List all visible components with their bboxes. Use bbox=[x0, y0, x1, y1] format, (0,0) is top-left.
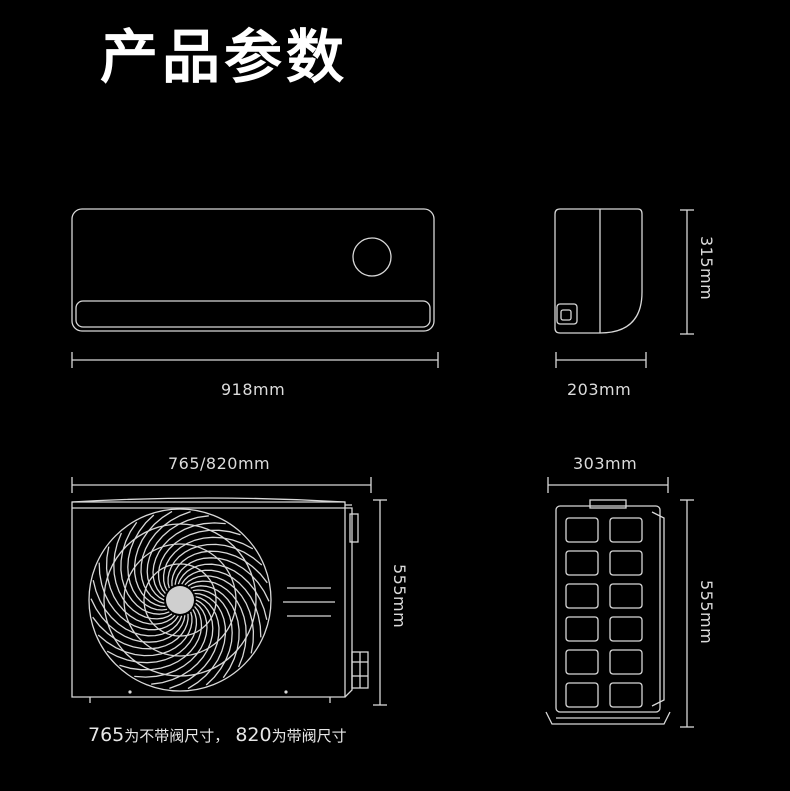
note-num-820: 820 bbox=[235, 724, 272, 746]
fan-spiral-line bbox=[181, 569, 262, 638]
fan-spiral-line bbox=[171, 550, 268, 587]
outdoor-side-grille bbox=[565, 517, 643, 708]
note-text-without-valve: 为不带阀尺寸， bbox=[124, 727, 230, 745]
fan-spiral-line bbox=[119, 606, 203, 671]
fan-ring bbox=[103, 523, 257, 677]
grille-cell bbox=[609, 550, 643, 576]
fan-ring bbox=[143, 563, 217, 637]
fan-spiral-line bbox=[134, 602, 208, 678]
fan-spiral-line bbox=[174, 557, 270, 602]
grille-cell bbox=[565, 583, 599, 609]
page-title: 产品参数 bbox=[100, 23, 349, 91]
outdoor-front-height-label: 555mm bbox=[390, 564, 409, 629]
outdoor-front-height-dimension-line bbox=[373, 499, 387, 706]
fan-spiral-line bbox=[133, 510, 173, 608]
fan-spiral-line bbox=[157, 529, 241, 594]
fan-spiral-line bbox=[90, 598, 186, 643]
grille-cell bbox=[609, 517, 643, 543]
outdoor-fan-grille bbox=[90, 510, 270, 690]
fan-spiral-line bbox=[192, 589, 233, 686]
grille-cell bbox=[609, 649, 643, 675]
outdoor-width-label: 765/820mm bbox=[168, 454, 271, 473]
fan-spiral-line bbox=[152, 522, 226, 598]
outdoor-side-height-label: 555mm bbox=[697, 580, 716, 645]
indoor-width-label: 918mm bbox=[221, 380, 286, 399]
grille-cell bbox=[609, 616, 643, 642]
indoor-width-dimension-line bbox=[71, 352, 439, 368]
fan-spiral-line bbox=[151, 599, 214, 685]
fan-spiral-line bbox=[190, 585, 240, 679]
fan-spiral-line bbox=[105, 546, 176, 625]
dimension-note: 765为不带阀尺寸， 820为带阀尺寸 bbox=[88, 724, 347, 746]
fan-spiral-line bbox=[169, 596, 220, 690]
grille-cell bbox=[609, 583, 643, 609]
note-num-765: 765 bbox=[88, 724, 125, 746]
fan-spiral-line bbox=[140, 510, 191, 604]
grille-cell bbox=[565, 616, 599, 642]
fan-spiral-line bbox=[162, 536, 254, 591]
outdoor-depth-label: 303mm bbox=[573, 454, 638, 473]
fan-spiral-line bbox=[120, 521, 170, 615]
indoor-unit-front-drawing bbox=[71, 208, 435, 332]
fan-ring bbox=[123, 543, 237, 657]
outdoor-width-dimension-line bbox=[71, 477, 372, 493]
grille-cell bbox=[565, 517, 599, 543]
indoor-height-label: 315mm bbox=[697, 236, 716, 301]
outdoor-depth-dimension-line bbox=[547, 477, 669, 493]
grille-cell bbox=[565, 682, 599, 708]
fan-spiral-line bbox=[98, 562, 179, 631]
grille-cell bbox=[565, 649, 599, 675]
fan-spiral-line bbox=[184, 575, 255, 654]
fan-spiral-line bbox=[177, 563, 268, 620]
indoor-depth-label: 203mm bbox=[567, 380, 632, 399]
grille-cell bbox=[609, 682, 643, 708]
indoor-depth-dimension-line bbox=[555, 352, 647, 368]
indoor-unit-side-drawing bbox=[554, 208, 643, 334]
outdoor-side-height-dimension-line bbox=[680, 499, 694, 728]
fan-spiral-line bbox=[167, 543, 263, 589]
outdoor-unit-side-drawing bbox=[545, 499, 671, 725]
fan-spiral-line bbox=[113, 532, 173, 620]
fan-spiral-line bbox=[92, 613, 189, 650]
fan-spiral-line bbox=[97, 611, 193, 657]
fan-spiral-line bbox=[106, 609, 198, 664]
fan-spiral-line bbox=[92, 580, 183, 637]
fan-spiral-line bbox=[187, 580, 247, 668]
fan-spiral-line bbox=[187, 592, 227, 690]
note-text-with-valve: 为带阀尺寸 bbox=[271, 727, 347, 745]
outdoor-unit-front-drawing bbox=[71, 497, 369, 703]
fan-spiral-line bbox=[146, 515, 209, 601]
indoor-height-dimension-line bbox=[680, 209, 694, 335]
grille-cell bbox=[565, 550, 599, 576]
fan-spiral-line bbox=[127, 514, 168, 611]
